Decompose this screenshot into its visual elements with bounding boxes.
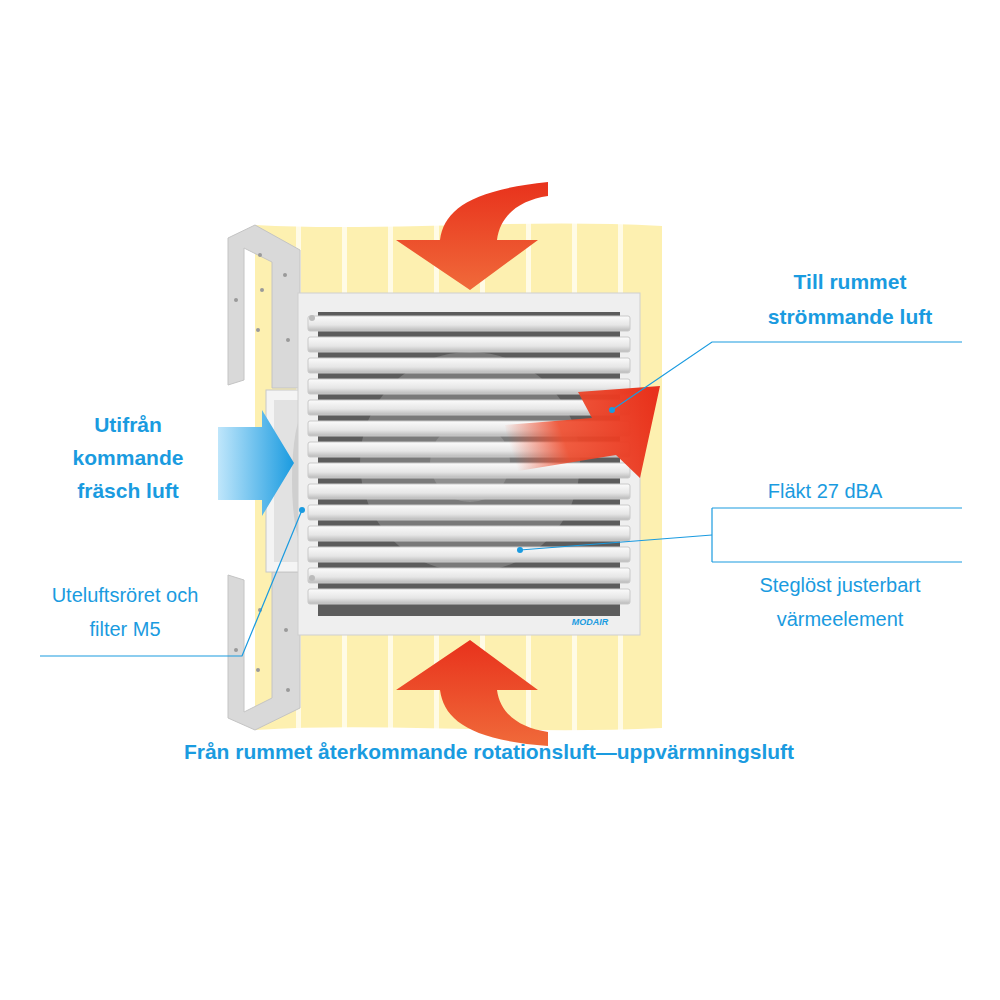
brand-logo: MODAIR: [560, 617, 620, 628]
room-air-arrow: [505, 386, 660, 478]
louvre-slat: [308, 568, 630, 583]
louvre-slat: [308, 589, 630, 604]
louvre-slat: [308, 358, 630, 373]
louvre-slat: [308, 526, 630, 541]
callout-label: Fläkt 27 dBA: [725, 478, 925, 504]
wall: [228, 223, 662, 730]
leader-line: [40, 342, 962, 656]
callout-label: Utifrån kommande fräsch luft: [58, 408, 198, 507]
leader-dot: [299, 407, 615, 553]
louvre-slat: [308, 400, 630, 415]
grille: [298, 293, 640, 635]
louvre-slat: [308, 337, 630, 352]
callout-label: Till rummet strömmande luft: [750, 264, 950, 334]
return-air-arrow-top: [396, 182, 548, 290]
louvre-slat: [308, 463, 630, 478]
louvre-slat: [308, 547, 630, 562]
callout-label: Steglöst justerbart värmeelement: [730, 568, 950, 636]
louvre-slat: [308, 484, 630, 499]
return-air-arrow-bottom: [396, 640, 548, 746]
louvre-slat: [308, 505, 630, 520]
louvre-slat: [308, 316, 630, 331]
caption-label: Från rummet återkommande rotationsluft—u…: [0, 738, 978, 766]
fresh-air-arrow: [218, 410, 294, 516]
callout-label: Uteluftsröret och filter M5: [45, 578, 205, 646]
